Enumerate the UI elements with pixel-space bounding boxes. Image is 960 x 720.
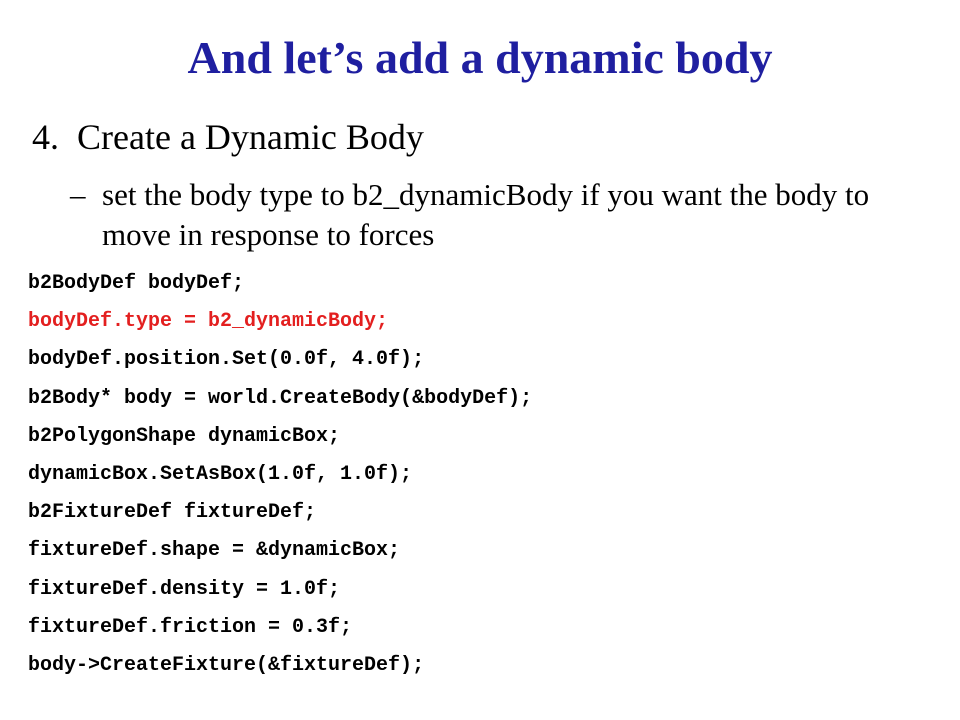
bullet-text: Create a Dynamic Body — [77, 117, 424, 157]
dash-icon: – — [70, 177, 86, 212]
code-line: fixtureDef.friction = 0.3f; — [28, 615, 353, 639]
code-line: b2PolygonShape dynamicBox; — [28, 424, 341, 448]
code-line: b2BodyDef bodyDef; — [28, 272, 245, 295]
bullet-number: 4. — [32, 117, 59, 157]
code-line: body->CreateFixture(&fixtureDef); — [28, 653, 425, 677]
sub-bullet-text: set the body type to b2_dynamicBody if y… — [102, 177, 870, 252]
code-line: dynamicBox.SetAsBox(1.0f, 1.0f); — [28, 462, 413, 486]
code-line-highlighted: bodyDef.type = b2_dynamicBody; — [28, 310, 389, 334]
bullet-item: 4. Create a Dynamic Body — [32, 114, 424, 160]
code-line: b2FixtureDef fixtureDef; — [28, 501, 317, 525]
code-line: b2Body* body = world.CreateBody(&bodyDef… — [28, 386, 533, 410]
code-line: fixtureDef.density = 1.0f; — [28, 577, 341, 601]
code-line: bodyDef.position.Set(0.0f, 4.0f); — [28, 348, 425, 372]
sub-bullet-item: – set the body type to b2_dynamicBody if… — [70, 175, 930, 255]
code-line: fixtureDef.shape = &dynamicBox; — [28, 539, 401, 563]
slide-title: And let’s add a dynamic body — [187, 32, 773, 83]
code-block: b2BodyDef bodyDef; bodyDef.type = b2_dyn… — [28, 265, 532, 685]
